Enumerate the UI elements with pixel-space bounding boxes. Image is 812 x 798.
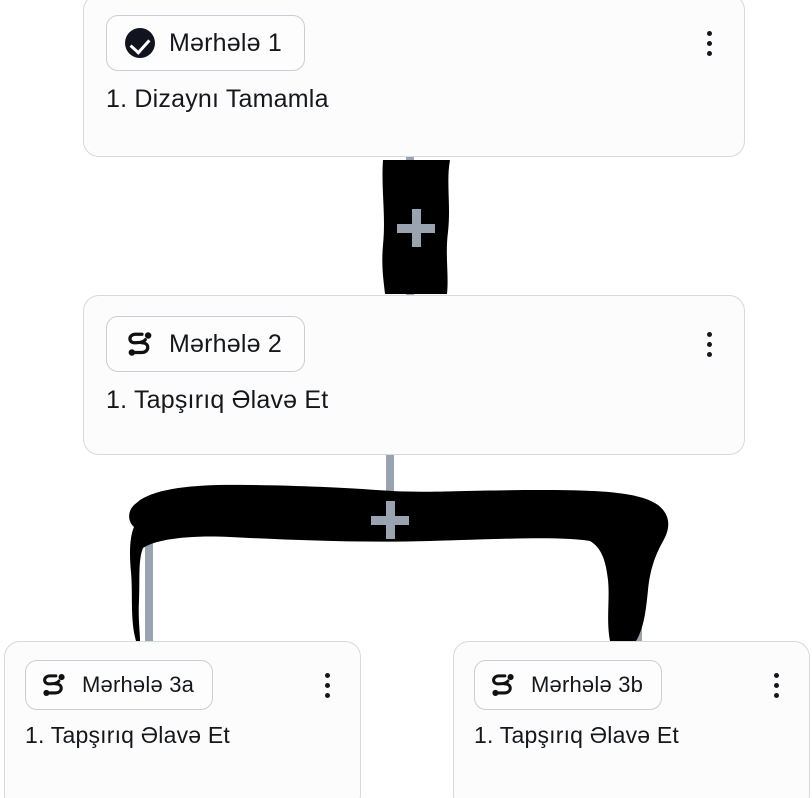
stage-chip-stage-3b[interactable]: Mərhələ 3b [474,660,663,710]
route-icon [43,674,65,696]
add-stage-button-1[interactable] [397,209,435,247]
kebab-dot [773,672,779,678]
kebab-dot [706,351,712,357]
stage-card-header: Mərhələ 3b [474,660,789,710]
stage-chip-stage-2[interactable]: Mərhələ 2 [106,316,305,372]
add-stage-button-2[interactable] [371,501,409,539]
kebab-dot [773,692,779,698]
kebab-dot [706,40,712,46]
stage-task-item[interactable]: 1. Tapşırıq Əlavə Et [106,386,329,414]
connector-line-branch-right-drop [634,519,642,643]
stage-card-stage-2[interactable]: Mərhələ 2 1. Tapşırıq Əlavə Et [83,295,745,455]
stage-task-item[interactable]: 1. Tapşırıq Əlavə Et [25,722,230,748]
kebab-dot [324,672,330,678]
check-circle-icon [125,28,155,58]
kebab-menu-icon[interactable] [314,669,340,701]
connector-line-branch-left-drop [145,519,153,643]
kebab-menu-icon[interactable] [696,27,722,59]
stage-chip-label: Mərhələ 1 [169,28,282,57]
stage-card-header: Mərhələ 3a [25,660,340,710]
stage-task-item[interactable]: 1. Tapşırıq Əlavə Et [474,722,679,748]
kebab-dot [706,30,712,36]
stage-chip-label: Mərhələ 3a [82,672,195,697]
kebab-dot [773,682,779,688]
stage-chip-label: Mərhələ 2 [169,329,282,358]
kebab-menu-icon[interactable] [763,669,789,701]
route-icon [492,674,514,696]
stage-card-stage-3a[interactable]: Mərhələ 3a 1. Tapşırıq Əlavə Et [4,641,361,798]
kebab-dot [706,341,712,347]
stage-chip-stage-3a[interactable]: Mərhələ 3a [25,660,214,710]
route-icon [128,332,152,356]
kebab-menu-icon[interactable] [696,328,722,360]
stage-card-stage-1[interactable]: Mərhələ 1 1. Dizaynı Tamamla [83,0,745,157]
kebab-dot [324,692,330,698]
stage-card-header: Mərhələ 1 [106,15,722,71]
kebab-dot [324,682,330,688]
kebab-dot [706,331,712,337]
stage-card-header: Mərhələ 2 [106,316,722,372]
stage-task-item[interactable]: 1. Dizaynı Tamamla [106,85,329,113]
stage-chip-label: Mərhələ 3b [531,672,644,697]
stage-card-stage-3b[interactable]: Mərhələ 3b 1. Tapşırıq Əlavə Et [453,641,810,798]
stage-chip-stage-1[interactable]: Mərhələ 1 [106,15,305,71]
kebab-dot [706,50,712,56]
